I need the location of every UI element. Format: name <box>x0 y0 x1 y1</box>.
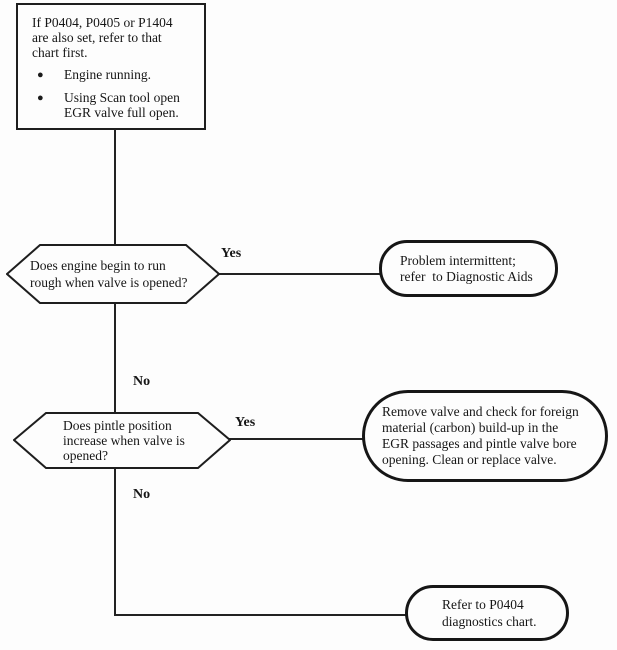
connector-decision2-down <box>114 467 116 616</box>
bullet-text: Using Scan tool open EGR valve full open… <box>64 90 180 120</box>
no-label-decision2: No <box>133 487 151 502</box>
bullet-item: ● Using Scan tool open EGR valve full op… <box>32 90 198 121</box>
decision-pintle-position: Does pintle position increase when valve… <box>13 412 231 469</box>
connector-decision1-yes <box>218 273 380 275</box>
bullet-text: Engine running. <box>64 67 151 83</box>
outcome-text: Refer to P0404 diagnostics chart. <box>442 597 537 629</box>
start-instruction-box: If P0404, P0405 or P1404 are also set, r… <box>16 3 206 130</box>
start-intro-text: If P0404, P0405 or P1404 are also set, r… <box>32 15 173 60</box>
decision-hexagon-shape <box>13 412 231 469</box>
yes-label-decision2: Yes <box>235 415 256 430</box>
bullet-item: ● Engine running. <box>32 68 198 83</box>
decision-engine-rough: Does engine begin to run rough when valv… <box>6 244 220 304</box>
connector-bottom-to-outcome <box>114 614 407 616</box>
outcome-text: Problem intermittent; refer to Diagnosti… <box>400 252 533 284</box>
outcome-refer-p0404: Refer to P0404 diagnostics chart. <box>405 585 569 641</box>
bullet-icon: ● <box>37 92 44 105</box>
connector-start-to-decision1 <box>114 129 116 246</box>
outcome-text: Remove valve and check for foreign mater… <box>382 404 579 467</box>
bullet-icon: ● <box>37 69 44 82</box>
yes-label-decision1: Yes <box>221 246 242 261</box>
connector-decision1-to-decision2 <box>114 302 116 414</box>
outcome-remove-valve: Remove valve and check for foreign mater… <box>362 390 608 482</box>
decision-question: Does engine begin to run rough when valv… <box>30 258 188 290</box>
decision-question: Does pintle position increase when valve… <box>63 418 185 463</box>
outcome-problem-intermittent: Problem intermittent; refer to Diagnosti… <box>379 240 558 297</box>
connector-decision2-yes <box>229 438 363 440</box>
no-label-decision1: No <box>133 374 151 389</box>
decision-hexagon-shape <box>6 244 220 304</box>
